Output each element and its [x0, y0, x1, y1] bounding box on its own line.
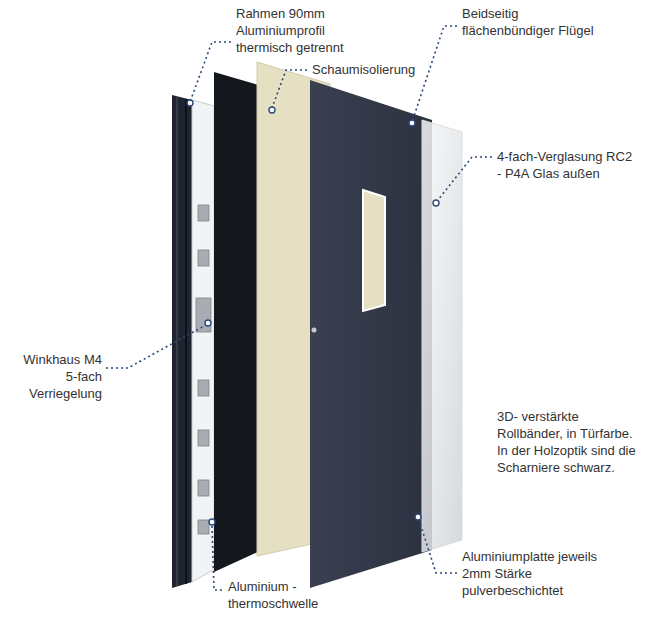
callout-label: Beidseitig flächenbündiger Flügel — [462, 5, 607, 39]
frame-edge — [176, 97, 178, 586]
callout-label: Winkhaus M4 5-fach Verriegelung — [18, 351, 102, 402]
lock-keeper — [198, 380, 209, 396]
leader-dot — [415, 514, 421, 520]
lock-keeper — [198, 250, 209, 266]
leader-line — [106, 325, 206, 368]
callout-label: Schaumisolierung — [312, 61, 442, 78]
leader-dot — [187, 100, 193, 106]
callout-label: 3D- verstärkte Rollbänder, in Türfarbe. … — [497, 408, 638, 476]
leader-line — [438, 157, 492, 200]
inner-plate — [214, 72, 262, 572]
lock-main — [196, 298, 211, 332]
lock-keepers — [196, 205, 211, 534]
handle-point — [312, 328, 317, 333]
leader-dot — [409, 120, 415, 126]
glass-pane — [422, 120, 462, 552]
lock-keeper — [198, 205, 209, 221]
callout-label: Aluminiumplatte jeweils 2mm Stärke pulve… — [462, 548, 607, 599]
callout-label: Rahmen 90mm Aluminiumprofil thermisch ge… — [236, 5, 352, 56]
leader-line — [272, 70, 307, 108]
leader-lines — [106, 26, 492, 590]
callout-label: 4-fach-Verglasung RC2 - P4A Glas außen — [497, 148, 636, 182]
lock-keeper — [198, 430, 209, 446]
callout-label: Aluminium - thermoschwelle — [228, 578, 328, 612]
frame-edge — [185, 99, 187, 584]
glass-slot — [363, 190, 385, 311]
leader-line — [190, 42, 231, 102]
leader-dot — [205, 320, 211, 326]
front-plate — [310, 80, 432, 588]
leader-line — [212, 526, 224, 590]
leader-line — [412, 26, 457, 122]
leader-dot — [433, 200, 439, 206]
lock-keeper — [198, 480, 209, 496]
leader-dots — [187, 100, 439, 525]
lock-keeper — [198, 520, 209, 534]
leader-dot — [209, 519, 215, 525]
leader-line — [419, 520, 457, 573]
leader-dot — [269, 107, 275, 113]
